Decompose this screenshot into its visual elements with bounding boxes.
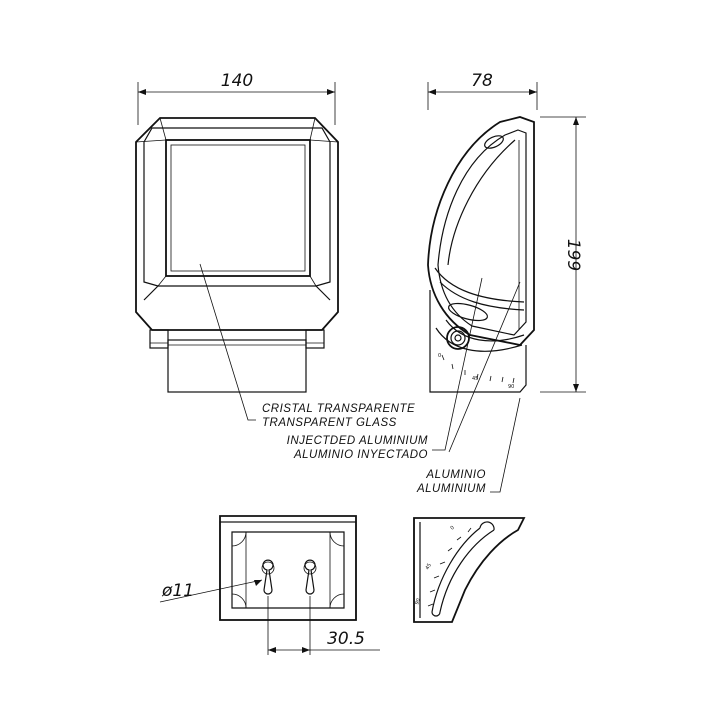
scale-label-90: 90	[508, 384, 514, 390]
adjust-knob	[446, 326, 470, 350]
bracket-side-view: 90 45 0	[413, 517, 526, 623]
side-bracket	[429, 290, 527, 393]
side-oval-slot	[447, 302, 489, 322]
right-lug	[305, 329, 325, 349]
hole-diameter-text: ø11	[161, 581, 194, 601]
keyhole-right	[304, 559, 316, 595]
hole-spacing-text: 30.5	[327, 629, 365, 649]
keyhole-left	[262, 559, 274, 595]
angle-scale-side	[441, 354, 515, 384]
depth-dimension-text: 78	[471, 71, 493, 91]
angle-scale-bracket	[427, 527, 472, 607]
height-dimension-text: 199	[563, 239, 583, 271]
bracket-scale-label-90: 90	[414, 598, 422, 606]
side-housing-outline	[427, 116, 535, 346]
bracket-scale-label-0: 0	[449, 525, 455, 532]
bracket-scale-label-45: 45	[425, 562, 433, 571]
width-dimension-text: 140	[221, 71, 253, 91]
front-view: 140	[135, 71, 339, 393]
bracket-front-view: ø11 30.5	[159, 515, 380, 655]
side-view: 78 199	[427, 71, 586, 393]
label-injected-en: INJECTDED ALUMINIUM	[287, 435, 428, 447]
label-injected-es: ALUMINIO INYECTADO	[293, 449, 428, 461]
scale-label-45: 45	[472, 376, 478, 382]
glass-panel	[165, 139, 311, 277]
label-glass-es: CRISTAL TRANSPARENTE	[262, 403, 415, 415]
top-slot	[484, 135, 504, 149]
label-alu-en: ALUMINIUM	[416, 483, 486, 495]
housing-inner-frame	[143, 127, 331, 287]
bracket-side-outline	[413, 517, 526, 623]
label-glass-en: TRANSPARENT GLASS	[262, 417, 397, 429]
label-alu-es: ALUMINIO	[425, 469, 486, 481]
left-lug	[149, 329, 169, 349]
scale-label-0: 0	[438, 353, 441, 359]
bracket-body	[167, 339, 307, 393]
callouts: CRISTAL TRANSPARENTE TRANSPARENT GLASS I…	[199, 263, 521, 495]
